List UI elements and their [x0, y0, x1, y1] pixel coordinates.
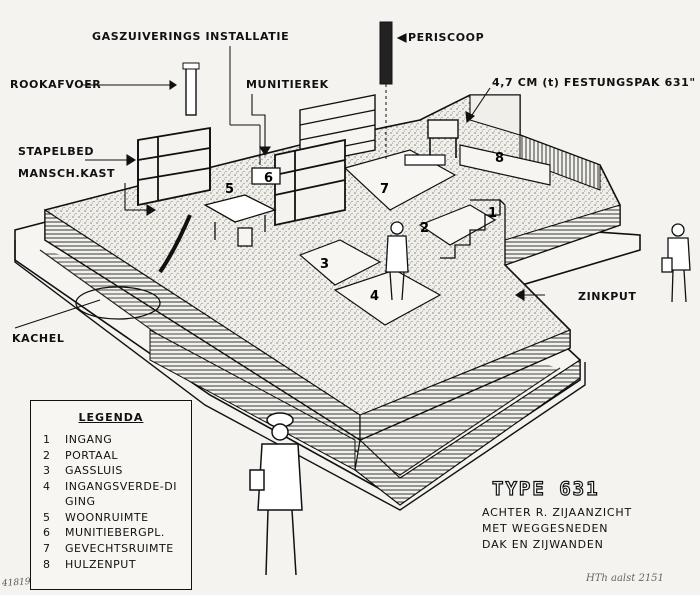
legend-key: 5: [43, 510, 51, 524]
legend-key: 6: [43, 526, 51, 540]
label-stapelbed: STAPELBED: [18, 145, 95, 158]
room-2: 2: [420, 221, 429, 236]
legend-text: INGANGSVERDE-DIGING: [65, 479, 177, 509]
legend-text: MUNITIEBERGPL.: [65, 526, 165, 540]
drawing-title: TYPE 631: [491, 477, 600, 500]
room-5: 5: [225, 182, 234, 197]
room-7: 7: [380, 182, 389, 197]
kachel-ring: [75, 286, 161, 320]
legend-key: 2: [43, 448, 51, 462]
legend-key: 1: [43, 433, 51, 446]
soldier-right: [661, 223, 691, 303]
legend-title: LEGENDA: [78, 411, 144, 424]
legend-key: 4: [43, 479, 51, 493]
legend-text: GEVECHTSRUIMTE: [65, 541, 174, 555]
label-munitierek: MUNITIEREK: [246, 78, 329, 91]
label-kachel: KACHEL: [12, 332, 65, 345]
legend-text: WOONRUIMTE: [65, 510, 149, 524]
room-1: 1: [488, 206, 497, 221]
kachel-pipe: [158, 214, 192, 274]
table: [203, 194, 277, 247]
legend-key: 3: [43, 464, 51, 478]
legend-text: GASSLUIS: [65, 464, 123, 478]
room-6: 6: [264, 171, 273, 186]
periscoop: [379, 21, 393, 160]
legend-item: 3 GASSLUIS: [43, 463, 191, 479]
catalog-number: 41819: [1, 577, 31, 589]
drawing-subtitle: ACHTER R. ZIJAANZICHT MET WEGGESNEDEN DA…: [482, 505, 632, 553]
legend-text: PORTAAL: [65, 448, 118, 462]
soldier-center: [385, 221, 409, 301]
artist-signature: HTh aalst 2151: [586, 573, 664, 584]
subtitle-line: MET WEGGESNEDEN: [482, 522, 609, 535]
legend-item: 4 INGANGSVERDE-DIGING: [43, 479, 191, 510]
entrance-steps: [440, 199, 506, 265]
gaszuiverings-unit: [229, 46, 281, 185]
legend-text: INGANG: [65, 433, 113, 446]
rookafvoer: [182, 62, 200, 116]
room-4: 4: [370, 289, 379, 304]
legend-item: 1 INGANG: [43, 432, 191, 448]
legend-item: 2 PORTAAL: [43, 448, 191, 464]
legend-list: 1 INGANG 2 PORTAAL 3 GASSLUIS 4 INGANGSVERDE…: [43, 432, 191, 572]
label-festungspak: 4,7 CM (t) FESTUNGSPAK 631": [492, 76, 696, 89]
subtitle-line: ACHTER R. ZIJAANZICHT: [482, 506, 633, 519]
legend-item: 7 GEVECHTSRUIMTE: [43, 541, 191, 557]
legend-item: 6 MUNITIEBERGPL.: [43, 525, 191, 541]
room-8: 8: [495, 151, 504, 166]
subtitle-line: DAK EN ZIJWANDEN: [482, 538, 604, 551]
room-number-markers: 1 2 3 4 5 6 7 8: [225, 151, 504, 304]
soldier-foreground: [249, 412, 303, 576]
stapelbed: [137, 126, 211, 207]
munitie-shelf-front: [274, 138, 346, 227]
leader-lines: [14, 33, 545, 329]
legend: LEGENDA 1 INGANG 2 PORTAAL 3 GASSLUIS 4 INGA…: [30, 400, 192, 590]
gun-emplacement: [404, 119, 551, 186]
legend-text: HULZENPUT: [65, 557, 137, 571]
label-gaszuiverings: GASZUIVERINGS INSTALLATIE: [92, 30, 290, 43]
label-mansch-kast: MANSCH.KAST: [18, 167, 116, 180]
label-zinkput: ZINKPUT: [578, 290, 637, 303]
legend-item: 5 WOONRUIMTE: [43, 510, 191, 526]
legend-key: 8: [43, 557, 51, 571]
label-periscoop: PERISCOOP: [408, 31, 485, 44]
label-rookafvoer: ROOKAFVOER: [10, 78, 102, 91]
room-3: 3: [320, 257, 329, 272]
legend-item: 8 HULZENPUT: [43, 557, 191, 573]
legend-key: 7: [43, 541, 51, 555]
